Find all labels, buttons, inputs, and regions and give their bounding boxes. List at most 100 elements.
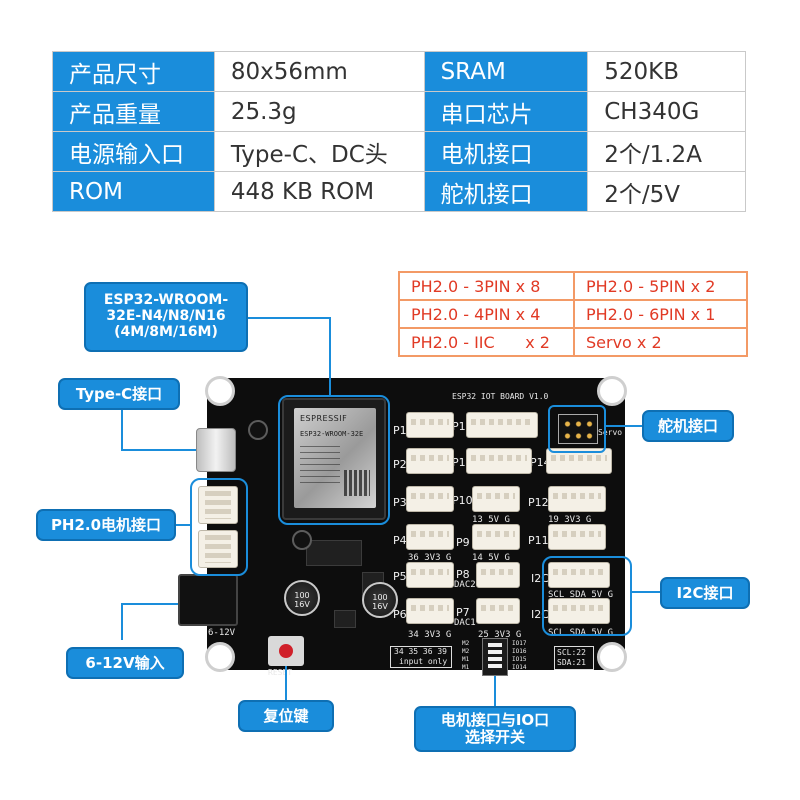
ph-connector-i2c [548, 562, 610, 588]
i2c-callout: I2C接口 [660, 577, 750, 609]
connector-row: PH2.0 - IIC x 2 Servo x 2 [398, 327, 748, 357]
servo-label: Servo [598, 428, 623, 437]
ph-connector-p4 [406, 524, 454, 550]
module-callout-line: 32E-N4/N8/N16 [106, 308, 226, 325]
port-label: P6 [393, 608, 407, 621]
motor-callout: PH2.0电机接口 [36, 509, 176, 541]
servo-callout-text: 舵机接口 [657, 416, 718, 435]
typec-callout-text: Type-C接口 [75, 384, 163, 403]
reset-button[interactable] [268, 636, 304, 666]
mount-hole-icon [597, 376, 627, 406]
port-label: P10 [452, 494, 473, 507]
pin-label: 14 5V G [472, 553, 510, 563]
driver-chip [334, 610, 356, 628]
port-label: P12 [528, 496, 549, 509]
ph-connector-p5 [406, 562, 454, 588]
capacitor: 100 16V [284, 580, 320, 616]
spec-key: 产品重量 [52, 91, 215, 132]
motor-connector [198, 486, 238, 524]
ph-connector-p9 [472, 524, 520, 550]
spec-value: Type-C、DC头 [213, 131, 425, 172]
ph-connector-p15 [466, 412, 538, 438]
module-leader [248, 317, 331, 395]
module-brand: ESPRESSIF [300, 414, 348, 423]
connector-cell: PH2.0 - 5PIN x 2 [573, 271, 748, 301]
port-label: P8 [456, 568, 470, 581]
motor-highlight [190, 478, 248, 576]
ph-connector-i2c [548, 598, 610, 624]
spec-key: ROM [52, 171, 215, 212]
ph-connector-p13 [466, 448, 532, 474]
module-highlight [278, 395, 390, 525]
spec-key: 电机接口 [423, 131, 589, 172]
capacitor: 100 16V [362, 582, 398, 618]
ph-connector-p2 [406, 448, 454, 474]
pin-label: DAC2 [454, 580, 476, 590]
spec-value: 448 KB ROM [213, 171, 425, 212]
module-callout-line: (4M/8M/16M) [114, 323, 218, 340]
module-callout: ESP32-WROOM- 32E-N4/N8/N16 (4M/8M/16M) [84, 282, 248, 352]
power-callout-text: 6-12V输入 [85, 653, 165, 672]
dip-label: IO15 [512, 656, 527, 663]
mount-hole-icon [597, 642, 627, 672]
dip-label: M2 [462, 648, 470, 655]
dip-label: M1 [462, 664, 470, 671]
port-label: P14 [530, 456, 551, 469]
power-callout: 6-12V输入 [66, 647, 184, 679]
connector-table: PH2.0 - 3PIN x 8 PH2.0 - 5PIN x 2 PH2.0 … [398, 271, 748, 357]
mount-hole-icon [205, 642, 235, 672]
module-callout-line: ESP32-WROOM- [103, 292, 229, 309]
typec-callout: Type-C接口 [58, 378, 180, 410]
input-only-box: 34 35 36 39 input only [390, 646, 452, 668]
spec-row: 电源输入口 Type-C、DC头 电机接口 2个/1.2A [52, 131, 746, 172]
reset-callout: 复位键 [238, 700, 334, 732]
pin-label: SCL SDA 5V G [548, 628, 614, 638]
spec-key: 串口芯片 [423, 91, 589, 132]
port-label: P3 [393, 496, 407, 509]
i2c-highlight [542, 556, 632, 636]
module-model: ESP32-WROOM-32E [300, 430, 364, 438]
serial-chip [306, 540, 362, 566]
spec-value: 80x56mm [213, 51, 425, 92]
dip-label: IO14 [512, 664, 527, 671]
dip-label: M1 [462, 656, 470, 663]
port-label: P1 [393, 424, 407, 437]
sda-pin: SDA:21 [557, 658, 586, 667]
spec-table: 产品尺寸 80x56mm SRAM 520KB 产品重量 25.3g 串口芯片 … [52, 51, 746, 212]
port-label: P4 [393, 534, 407, 547]
ph-connector-p10 [472, 486, 520, 512]
port-label: P11 [528, 534, 549, 547]
typec-leader [121, 409, 196, 451]
spec-row: 产品尺寸 80x56mm SRAM 520KB [52, 51, 746, 92]
i2c-callout-text: I2C接口 [676, 583, 734, 602]
pin-label: DAC1 [454, 618, 476, 628]
port-label: I2C [531, 572, 549, 585]
power-leader [121, 603, 178, 640]
switch-callout-line: 电机接口与IO口 [440, 711, 550, 730]
spec-key: 产品尺寸 [52, 51, 215, 92]
motor-callout-text: PH2.0电机接口 [50, 515, 162, 534]
switch-callout: 电机接口与IO口 选择开关 [414, 706, 576, 752]
pin-label: 13 5V G [472, 515, 510, 525]
pin-label: 25 3V3 G [478, 630, 522, 640]
ph-connector-p11 [548, 524, 606, 550]
spec-row: ROM 448 KB ROM 舵机接口 2个/5V [52, 171, 746, 212]
connector-cell: PH2.0 - 6PIN x 1 [573, 299, 748, 329]
spec-key: 电源输入口 [52, 131, 215, 172]
dip-switch[interactable] [482, 638, 508, 676]
mount-hole-icon [205, 376, 235, 406]
input-only-pins: 34 35 36 39 [394, 647, 447, 656]
qr-code-icon [344, 470, 370, 496]
small-capacitor [248, 420, 268, 440]
pin-label: SCL SDA 5V G [548, 590, 614, 600]
ph-connector-p12 [548, 486, 606, 512]
spec-value: 2个/1.2A [587, 131, 746, 172]
connector-cell: PH2.0 - 3PIN x 8 [398, 271, 575, 301]
servo-callout: 舵机接口 [642, 410, 734, 442]
small-capacitor [292, 530, 312, 550]
reset-label: RESET [268, 668, 293, 677]
board-title: ESP32 IOT BOARD V1.0 [452, 392, 549, 401]
dip-label: IO17 [512, 640, 527, 647]
spec-value: CH340G [587, 91, 746, 132]
